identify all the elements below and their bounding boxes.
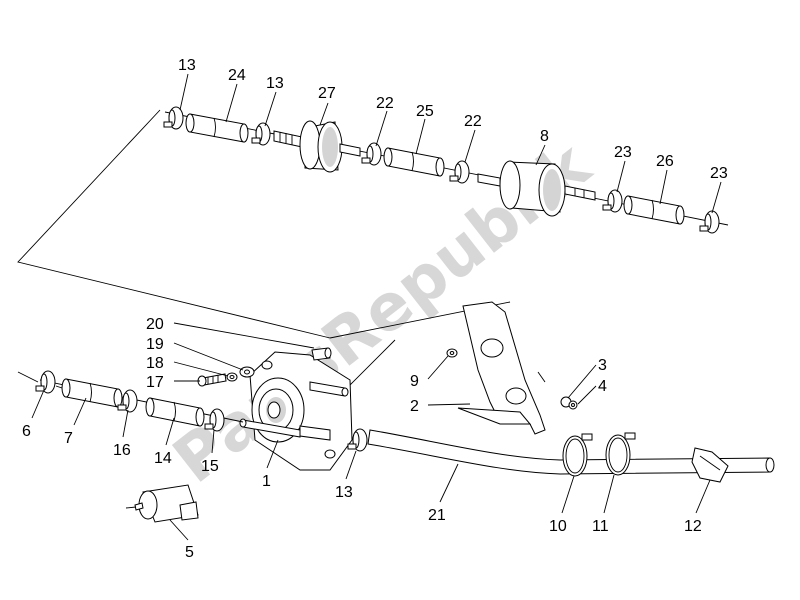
screw-17	[197, 373, 227, 387]
callout-17: 17	[146, 374, 164, 391]
pipe-clip-12	[691, 447, 729, 483]
upper-fuel-line-assembly	[163, 106, 729, 234]
callout-16: 16	[113, 442, 131, 459]
clamp-22-left	[361, 142, 382, 166]
callout-25: 25	[416, 103, 434, 120]
callout-labels: 13 24 13 27 22 25 22 8 23 26 23 20 19 18…	[22, 57, 728, 561]
callout-23-a: 23	[614, 144, 632, 161]
clamp-23-left	[602, 189, 623, 213]
callout-12: 12	[684, 518, 702, 535]
callout-6: 6	[22, 423, 31, 440]
callout-18: 18	[146, 355, 164, 372]
callout-13-b: 13	[266, 75, 284, 92]
callout-14: 14	[154, 450, 172, 467]
callout-8: 8	[540, 128, 549, 145]
fuel-filter-8	[477, 160, 596, 217]
pipe-21	[367, 429, 775, 475]
callout-13-c: 13	[335, 484, 353, 501]
callout-26: 26	[656, 153, 674, 170]
hose-25	[383, 147, 445, 177]
bracket-2-assembly	[446, 301, 578, 435]
callout-21: 21	[428, 507, 446, 524]
callout-7: 7	[64, 430, 73, 447]
spacer-20	[311, 347, 332, 361]
hose-14	[145, 397, 205, 427]
callout-4: 4	[598, 378, 607, 395]
callout-22-b: 22	[464, 113, 482, 130]
callout-19: 19	[146, 336, 164, 353]
clamp-22-right	[449, 160, 470, 184]
hose-26	[623, 195, 685, 225]
callout-24: 24	[228, 67, 246, 84]
callout-1: 1	[262, 473, 271, 490]
component-5	[125, 484, 199, 523]
clamp-13-lower	[347, 428, 368, 452]
fuel-filter-27	[273, 120, 361, 173]
left-hose-assembly	[35, 370, 244, 432]
callout-3: 3	[598, 357, 607, 374]
clamp-15	[204, 408, 225, 432]
callout-15: 15	[201, 458, 219, 475]
clamp-6	[35, 370, 56, 394]
callout-10: 10	[549, 518, 567, 535]
clamp-16	[117, 389, 138, 413]
clamp-13-left	[163, 106, 184, 130]
leader-lines	[31, 73, 722, 541]
callout-20: 20	[146, 316, 164, 333]
clamp-13-right	[251, 122, 271, 146]
callout-23-b: 23	[710, 165, 728, 182]
fuel-pump-1	[239, 351, 353, 471]
hose-clamp-10	[562, 433, 593, 477]
clamp-23-right	[699, 210, 720, 234]
callout-13-a: 13	[178, 57, 196, 74]
callout-27: 27	[318, 85, 336, 102]
callout-5: 5	[185, 544, 194, 561]
hose-7	[61, 378, 123, 408]
callout-22-a: 22	[376, 95, 394, 112]
callout-9: 9	[410, 373, 419, 390]
callout-2: 2	[410, 398, 419, 415]
callout-11: 11	[592, 518, 609, 535]
nut-washer-3-4	[560, 396, 578, 410]
hose-clamp-11	[605, 432, 636, 476]
hose-24	[185, 113, 249, 143]
